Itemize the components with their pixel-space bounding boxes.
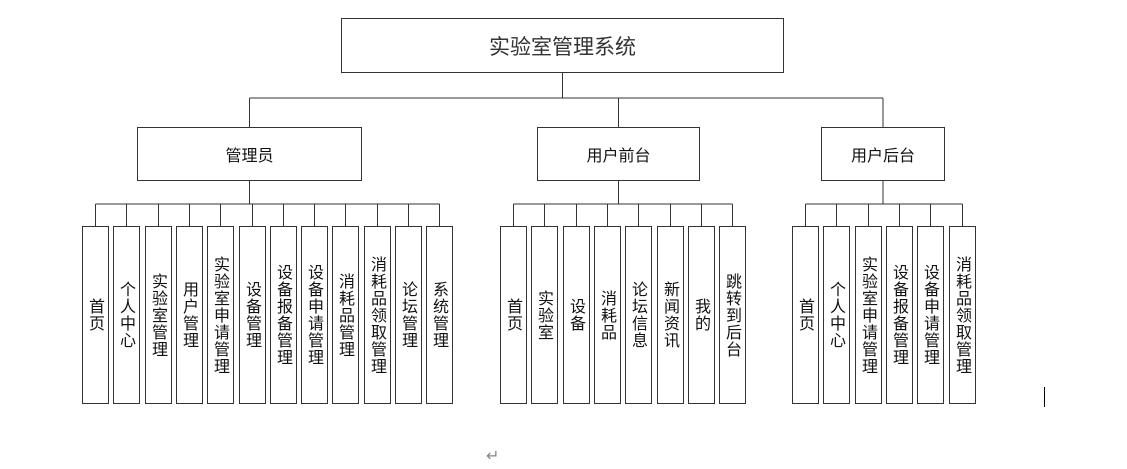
root-label: 实验室管理系统: [489, 34, 636, 59]
leaf-node: 消耗品领取管理: [364, 226, 391, 404]
leaf-node: 用户管理: [176, 226, 203, 404]
leaf-node: 个人中心: [823, 226, 850, 404]
leaf-node: 设备报备管理: [270, 226, 297, 404]
leaf-label: 实验室: [535, 289, 554, 341]
leaf-label: 我的: [692, 298, 711, 332]
leaf-node: 我的: [688, 226, 715, 404]
leaf-label: 系统管理: [430, 281, 449, 349]
leaf-label: 实验室申请管理: [211, 255, 230, 375]
paragraph-mark: ↵: [486, 446, 500, 465]
leaf-node: 新闻资讯: [657, 226, 684, 404]
group-label: 用户前台: [586, 146, 651, 165]
leaf-node: 设备申请管理: [301, 226, 328, 404]
group-node: 管理员: [137, 127, 362, 181]
group-label: 管理员: [225, 146, 274, 165]
leaf-label: 设备申请管理: [921, 264, 940, 366]
leaf-label: 设备申请管理: [305, 264, 324, 366]
leaf-label: 首页: [796, 298, 815, 332]
leaf-label: 消耗品: [598, 289, 617, 341]
leaf-node: 设备: [563, 226, 590, 404]
leaf-node: 首页: [500, 226, 527, 404]
leaf-node: 实验室申请管理: [855, 226, 882, 404]
leaf-label: 实验室申请管理: [859, 255, 878, 375]
leaf-label: 消耗品管理: [336, 272, 355, 358]
leaf-node: 论坛信息: [625, 226, 652, 404]
leaf-label: 消耗品领取管理: [953, 255, 972, 375]
text-cursor: [1044, 387, 1045, 407]
leaf-node: 消耗品领取管理: [949, 226, 976, 404]
leaf-label: 首页: [86, 298, 105, 332]
leaf-label: 消耗品领取管理: [368, 255, 387, 375]
leaf-node: 设备申请管理: [917, 226, 944, 404]
leaf-node: 设备管理: [239, 226, 266, 404]
leaf-label: 设备: [567, 298, 586, 332]
leaf-label: 用户管理: [180, 281, 199, 349]
leaf-node: 系统管理: [426, 226, 453, 404]
group-label: 用户后台: [850, 146, 915, 165]
group-node: 用户后台: [821, 127, 945, 181]
leaf-label: 设备管理: [243, 281, 262, 349]
leaf-label: 设备报备管理: [274, 264, 293, 366]
leaf-label: 首页: [504, 298, 523, 332]
leaf-node: 个人中心: [113, 226, 140, 404]
root-node: 实验室管理系统: [341, 18, 784, 73]
leaf-label: 个人中心: [827, 281, 846, 349]
leaf-node: 实验室: [531, 226, 558, 404]
leaf-node: 跳转到后台: [719, 226, 746, 404]
leaf-node: 首页: [792, 226, 819, 404]
leaf-node: 实验室管理: [145, 226, 172, 404]
leaf-node: 消耗品: [594, 226, 621, 404]
leaf-node: 首页: [82, 226, 109, 404]
leaf-node: 设备报备管理: [886, 226, 913, 404]
leaf-label: 实验室管理: [149, 272, 168, 358]
leaf-label: 个人中心: [117, 281, 136, 349]
group-node: 用户前台: [537, 127, 700, 181]
leaf-node: 消耗品管理: [332, 226, 359, 404]
leaf-node: 实验室申请管理: [207, 226, 234, 404]
leaf-label: 论坛信息: [629, 281, 648, 349]
leaf-label: 论坛管理: [399, 281, 418, 349]
leaf-label: 跳转到后台: [723, 272, 742, 358]
leaf-label: 设备报备管理: [890, 264, 909, 366]
leaf-label: 新闻资讯: [661, 281, 680, 349]
leaf-node: 论坛管理: [395, 226, 422, 404]
